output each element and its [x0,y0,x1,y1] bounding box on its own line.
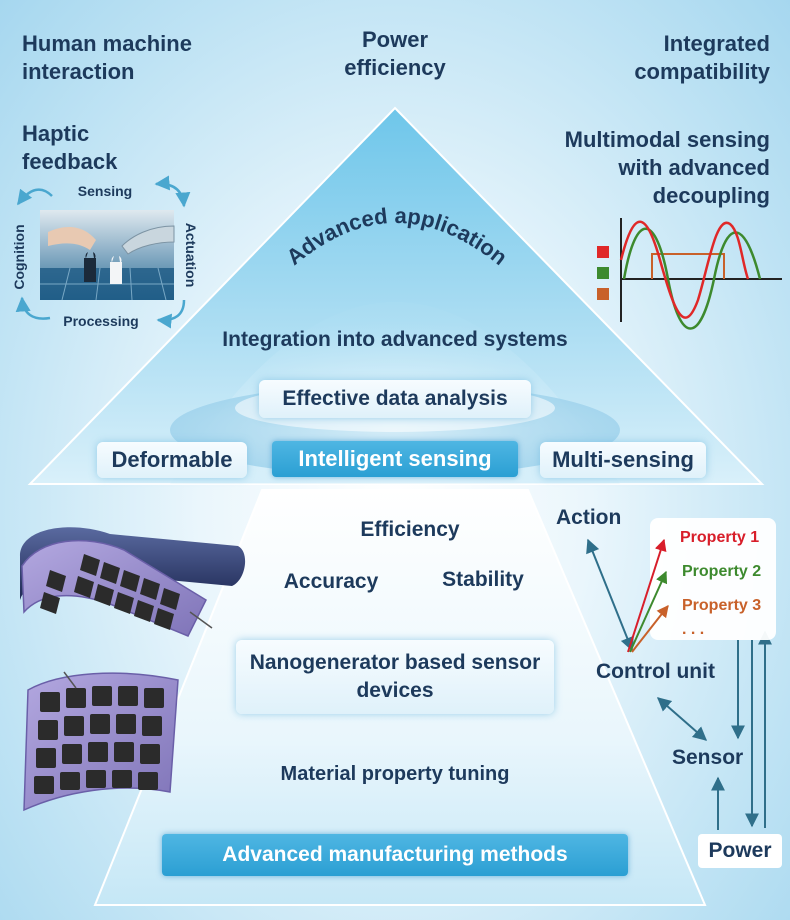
label-haptic-feedback: Haptic feedback [22,121,118,174]
label-efficiency: Efficiency [360,518,460,541]
wave-red [619,220,750,319]
box-power: Power [698,834,782,868]
cycle-arrow-bottom-left [15,296,51,320]
label-human-machine-interaction: Human machine interaction [22,31,192,84]
cycle-label-cognition: Cognition [11,224,27,290]
cycle-arrow-top-left [17,188,53,206]
arrow-property-3 [631,605,669,653]
control-loop-arrows [586,538,772,830]
box-intelligent-sensing: Intelligent sensing [272,441,518,477]
arrow-control-sensor [656,697,708,741]
label-integrated-compatibility: Integrated compatibility [634,31,770,84]
label-integration-advanced-systems: Integration into advanced systems [222,328,568,351]
label-material-property-tuning: Material property tuning [280,763,510,785]
box-nanogenerator-sensor-devices: Nanogenerator based sensor devices [236,640,554,714]
flexible-device-wrapped [20,527,246,637]
label-property-2: Property 2 [682,563,762,580]
arrow-action-control [586,538,634,652]
box-effective-data-analysis: Effective data analysis [259,380,531,418]
label-power-efficiency: Power efficiency [344,27,446,80]
label-multimodal-sensing: Multimodal sensing with advanced decoupl… [564,127,770,208]
chess-robot-image [40,210,175,301]
box-deformable: Deformable [97,442,247,478]
arrow-property-1 [627,538,667,653]
arrow-property-2 [629,570,668,653]
legend-square-orange [597,288,609,300]
label-property-3: Property 3 [682,597,762,614]
wave-orange [651,253,725,279]
cycle-arrow-top-right [154,175,191,208]
box-multi-sensing: Multi-sensing [540,442,706,478]
cycle-label-sensing: Sensing [77,183,133,199]
label-accuracy: Accuracy [283,570,379,593]
label-action: Action [556,506,622,529]
label-property-ellipsis: . . . [682,621,705,638]
cycle-arrow-bottom-right [156,299,186,329]
legend-square-green [597,267,609,279]
label-property-1: Property 1 [680,529,760,546]
cycle-arrows [15,175,191,329]
label-sensor: Sensor [672,746,744,769]
property-panel [650,518,776,640]
multimodal-waveform [597,218,782,330]
box-advanced-manufacturing-methods: Advanced manufacturing methods [162,834,628,876]
label-stability: Stability [442,568,524,591]
legend-square-red [597,246,609,258]
cycle-label-actuation: Actuation [183,222,199,288]
flexible-device-curved [23,671,179,812]
label-control-unit: Control unit [596,660,715,683]
cycle-label-processing: Processing [63,313,139,329]
